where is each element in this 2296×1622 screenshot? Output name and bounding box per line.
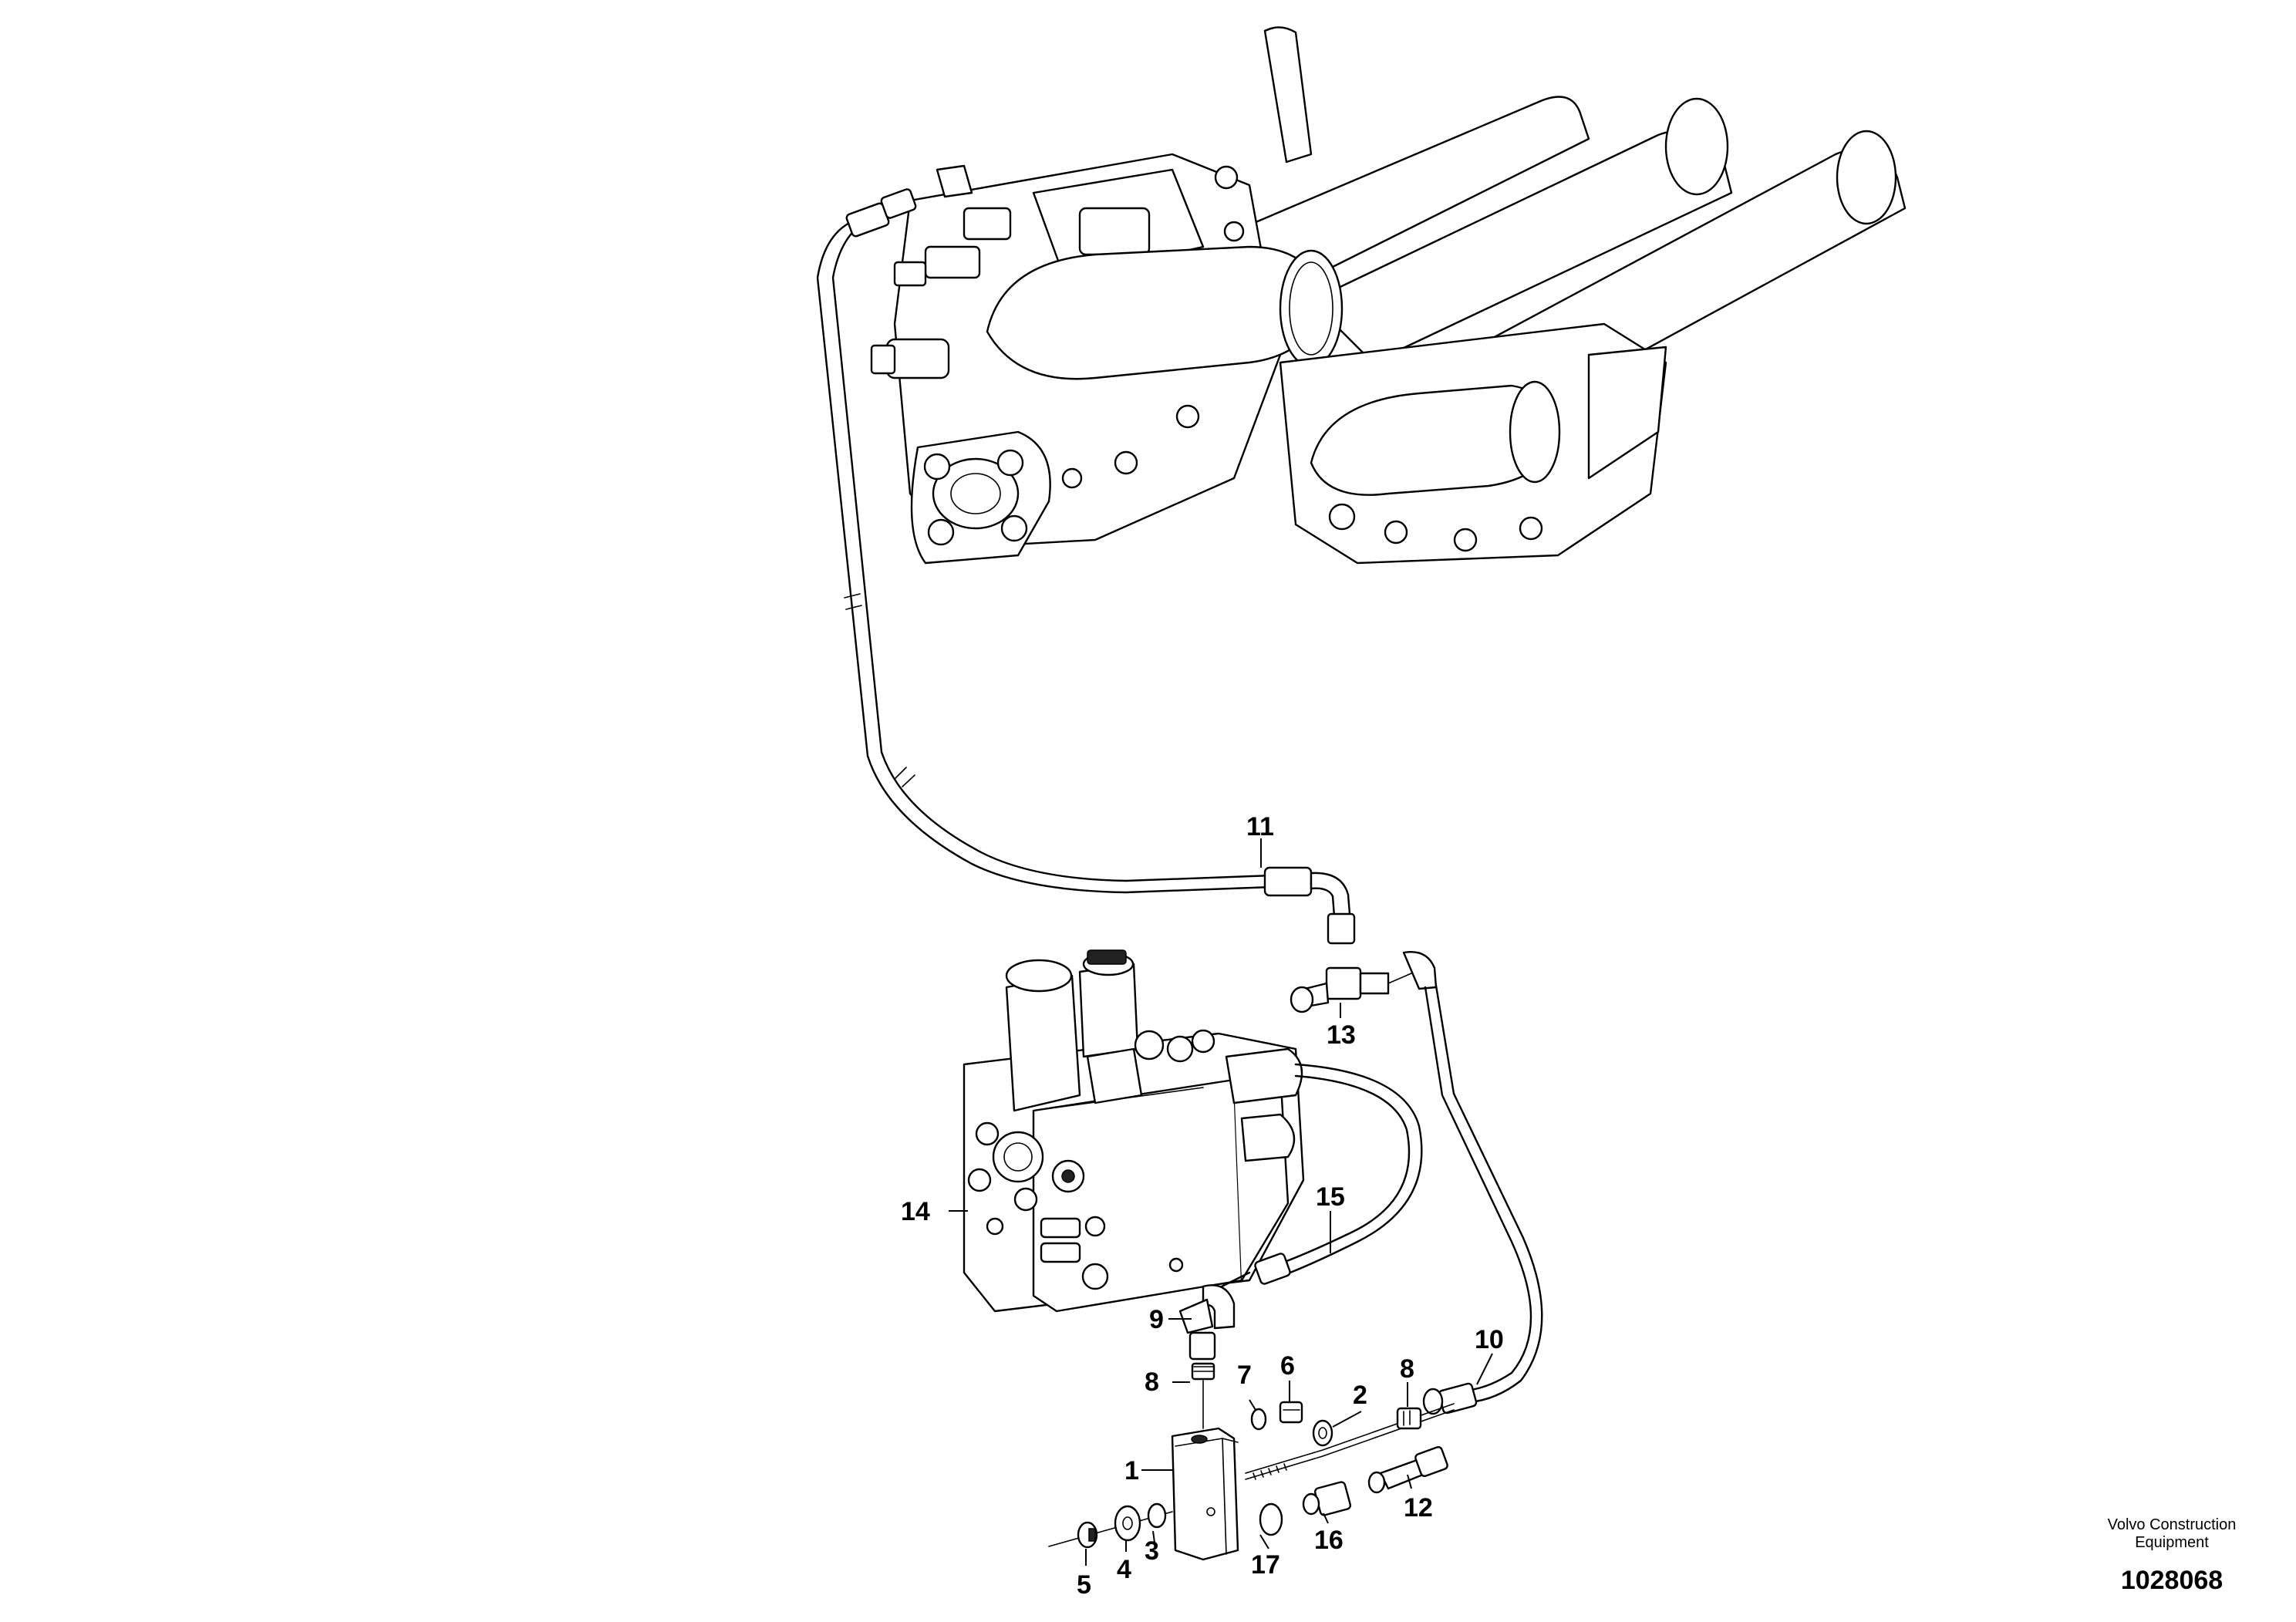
pump-assembly bbox=[870, 26, 1907, 565]
tee-fitting bbox=[1290, 966, 1412, 1013]
callout-7: 7 bbox=[1237, 1361, 1252, 1390]
callout-16: 16 bbox=[1314, 1526, 1344, 1555]
callout-11: 11 bbox=[1246, 812, 1274, 841]
brand-block: Volvo Construction Equipment 1028068 bbox=[2108, 1516, 2237, 1595]
small-parts bbox=[1048, 1380, 1455, 1561]
callout-17: 17 bbox=[1251, 1550, 1280, 1580]
callout-2: 2 bbox=[1353, 1381, 1367, 1410]
callout-5: 5 bbox=[1077, 1570, 1091, 1600]
callout-13: 13 bbox=[1327, 1020, 1356, 1050]
callout-1: 1 bbox=[1124, 1456, 1139, 1485]
pilot-hose bbox=[816, 188, 1356, 945]
callout-4: 4 bbox=[1117, 1555, 1131, 1584]
document-number: 1028068 bbox=[2121, 1566, 2223, 1595]
callout-9: 9 bbox=[1149, 1305, 1164, 1334]
callout-12: 12 bbox=[1404, 1493, 1433, 1523]
callout-3: 3 bbox=[1145, 1536, 1159, 1566]
brand-line-1: Volvo Construction bbox=[2108, 1516, 2237, 1533]
callout-8-right: 8 bbox=[1400, 1354, 1414, 1384]
callout-labels: 11 13 14 15 9 8 7 6 2 8 10 1 12 16 3 17 … bbox=[901, 812, 1504, 1600]
callout-6: 6 bbox=[1280, 1351, 1295, 1381]
elbow-9 bbox=[1178, 1284, 1236, 1381]
callout-leaders bbox=[949, 838, 1493, 1566]
callout-10: 10 bbox=[1475, 1325, 1504, 1354]
hose-10 bbox=[1402, 951, 1543, 1415]
callout-14: 14 bbox=[901, 1197, 930, 1226]
hose-15 bbox=[1217, 1063, 1423, 1290]
valve-block bbox=[963, 949, 1305, 1313]
callout-15: 15 bbox=[1316, 1182, 1345, 1212]
brand-line-2: Equipment bbox=[2135, 1534, 2209, 1551]
callout-8-left: 8 bbox=[1145, 1367, 1159, 1397]
